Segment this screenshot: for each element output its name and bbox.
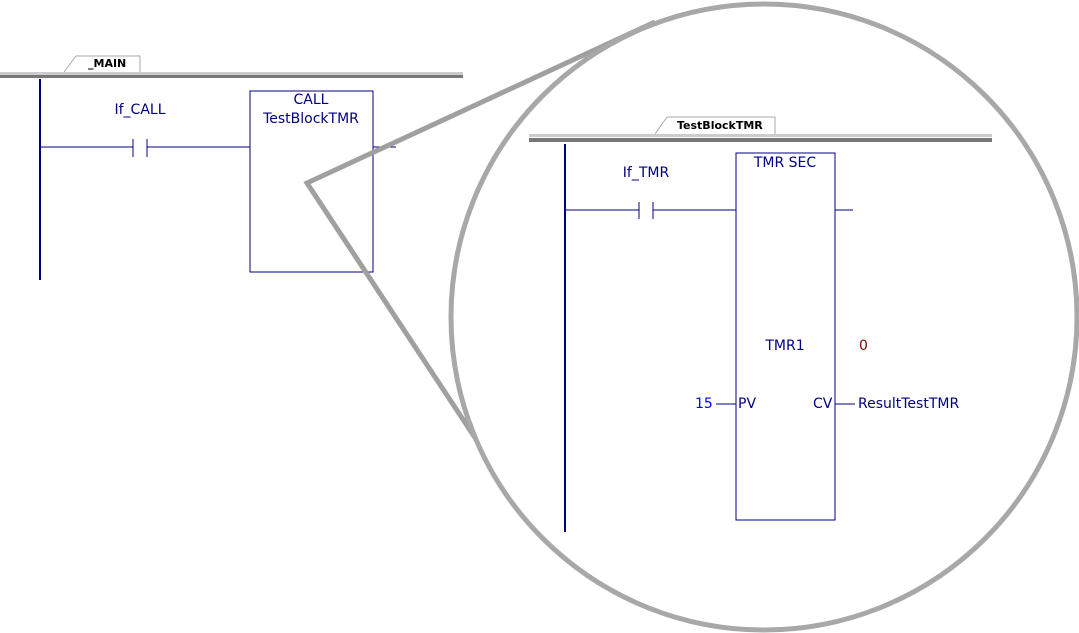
timer-block-box	[735, 152, 836, 521]
call-block-title: CALL	[293, 92, 329, 108]
zoom-lens	[448, 1, 1079, 633]
zoom-tab-bar	[529, 116, 992, 142]
zoom-callout-lines	[303, 19, 657, 520]
call-block-target: TestBlockTMR	[263, 111, 359, 127]
cv-current-value: 0	[859, 338, 868, 354]
tab-testblocktmr[interactable]: TestBlockTMR	[677, 119, 763, 132]
tab-main[interactable]: _MAIN	[88, 57, 127, 70]
pv-pin-label: PV	[738, 396, 757, 412]
timer-name: TMR1	[765, 338, 805, 354]
if-tmr-label: If_TMR	[622, 165, 670, 181]
pv-value: 15	[695, 396, 713, 412]
timer-block-title: TMR SEC	[753, 155, 817, 171]
if-call-label: If_CALL	[114, 102, 166, 118]
main-tab-bar	[0, 55, 463, 78]
cv-output-variable: ResultTestTMR	[858, 396, 960, 412]
cv-pin-label: CV	[813, 396, 833, 412]
call-block-box	[249, 90, 374, 273]
